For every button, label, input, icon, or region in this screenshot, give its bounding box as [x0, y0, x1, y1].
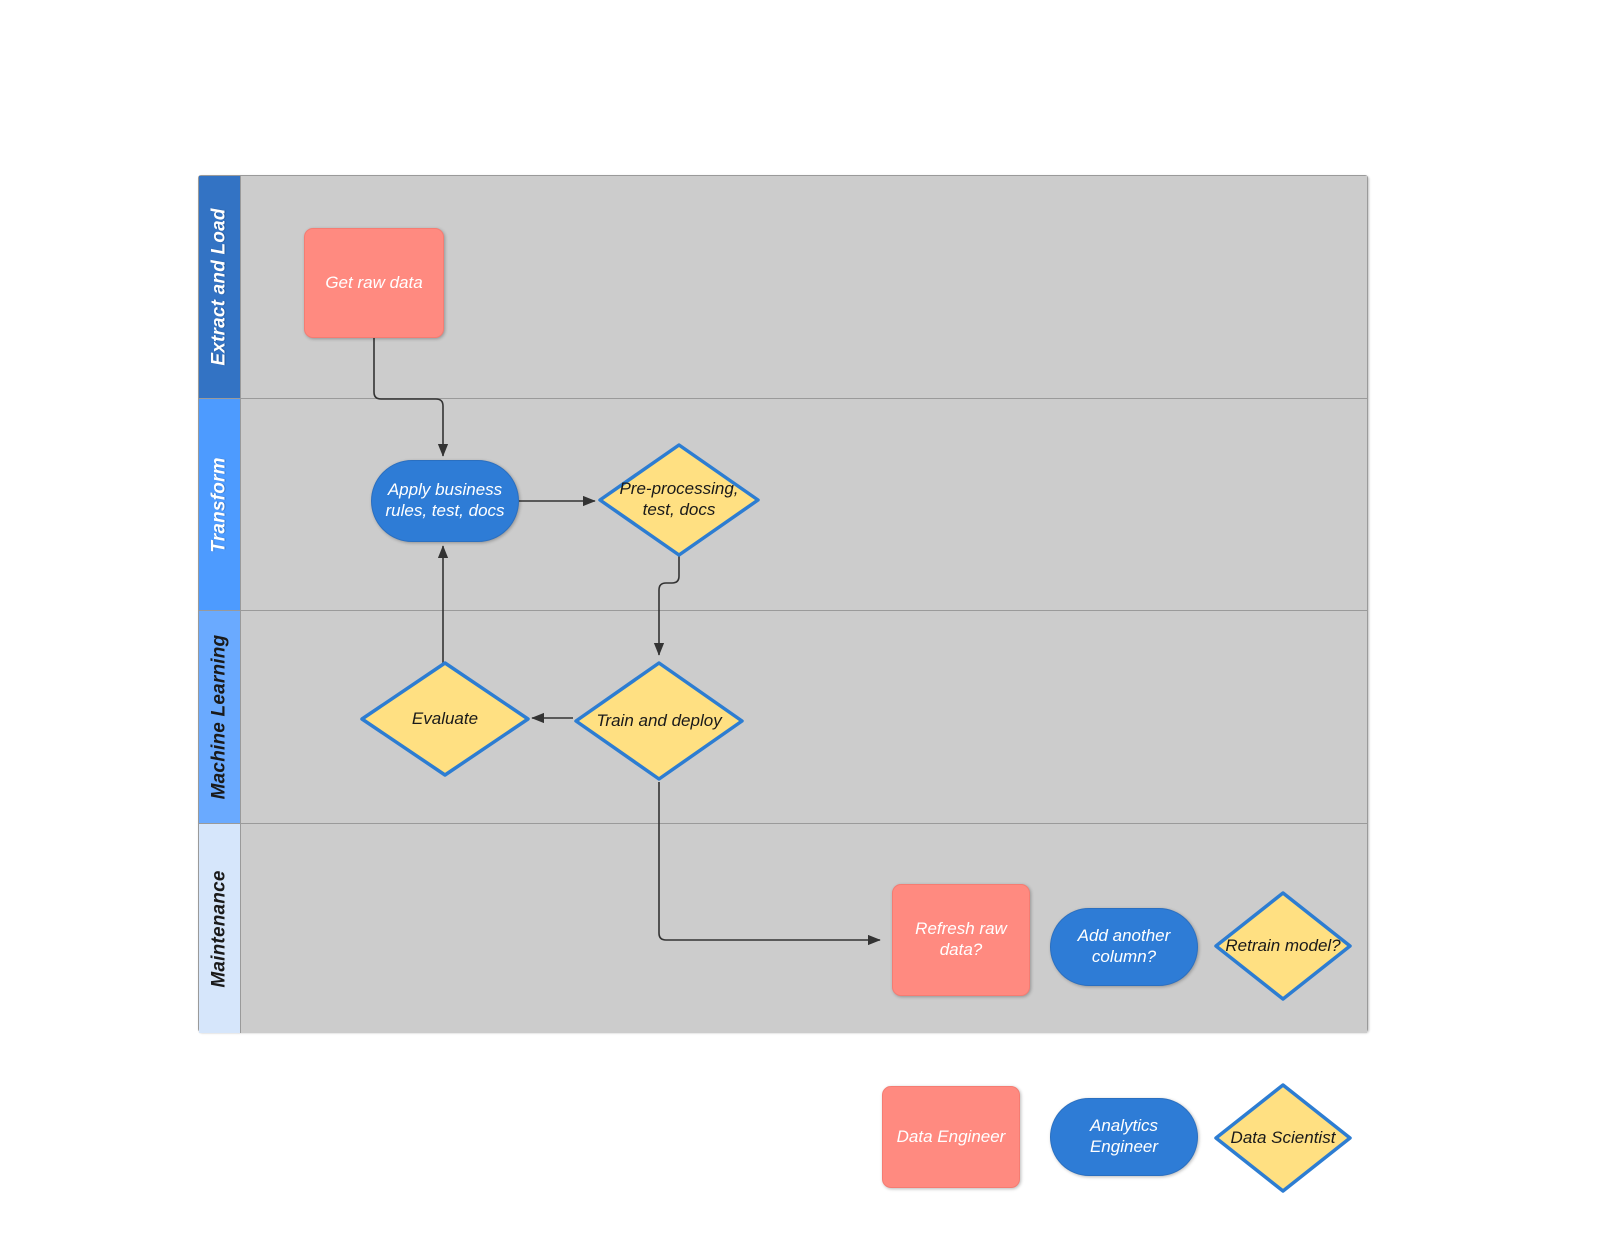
- retrain-model-diamond-shape: [1214, 891, 1352, 1001]
- legend-label-data-scientist: Data Scientist: [1230, 1127, 1336, 1147]
- node-label-train-and-deploy: Train and deploy: [596, 710, 722, 730]
- node-evaluate[interactable]: Evaluate: [359, 660, 531, 778]
- node-label-apply-business-rules: Apply business rules, test, docs: [385, 480, 505, 520]
- lane-header-transform: Transform: [199, 399, 241, 610]
- evaluate-diamond-shape: [360, 661, 530, 777]
- node-label-add-another-column: Add another column?: [1077, 926, 1171, 966]
- node-add-another-column[interactable]: Add another column?: [1050, 908, 1198, 986]
- lane-label-extract-and-load: Extract and Load: [208, 208, 230, 366]
- node-retrain-model[interactable]: Retrain model?: [1213, 890, 1353, 1002]
- data-scientist-diamond-shape: [1214, 1083, 1352, 1193]
- node-pre-processing[interactable]: Pre-processing, test, docs: [597, 442, 761, 558]
- node-label-get-raw-data: Get raw data: [325, 272, 423, 292]
- legend-item-data-scientist[interactable]: Data Scientist: [1213, 1082, 1353, 1194]
- node-label-refresh-raw-data: Refresh raw data?: [915, 919, 1007, 959]
- legend-item-data-engineer[interactable]: Data Engineer: [882, 1086, 1020, 1188]
- train-and-deploy-diamond-shape: [574, 661, 744, 781]
- lane-label-maintenance: Maintenance: [208, 869, 230, 988]
- node-refresh-raw-data[interactable]: Refresh raw data?: [892, 884, 1030, 996]
- lane-label-machine-learning: Machine Learning: [208, 634, 230, 800]
- node-label-pre-processing: Pre-processing, test, docs: [619, 479, 739, 519]
- legend: Data Engineer Analytics Engineer Data Sc…: [880, 1083, 1360, 1193]
- legend-item-analytics-engineer[interactable]: Analytics Engineer: [1050, 1098, 1198, 1176]
- node-label-evaluate: Evaluate: [411, 708, 479, 728]
- legend-label-data-engineer: Data Engineer: [896, 1126, 1006, 1146]
- node-train-and-deploy[interactable]: Train and deploy: [573, 660, 745, 782]
- lane-header-extract-and-load: Extract and Load: [199, 176, 241, 398]
- node-apply-business-rules[interactable]: Apply business rules, test, docs: [371, 460, 519, 542]
- lane-header-maintenance: Maintenance: [199, 824, 241, 1033]
- lane-label-transform: Transform: [208, 456, 230, 553]
- node-label-retrain-model: Retrain model?: [1225, 935, 1341, 955]
- lane-header-machine-learning: Machine Learning: [199, 611, 241, 823]
- legend-label-analytics-engineer: Analytics Engineer: [1089, 1116, 1159, 1156]
- node-get-raw-data[interactable]: Get raw data: [304, 228, 444, 338]
